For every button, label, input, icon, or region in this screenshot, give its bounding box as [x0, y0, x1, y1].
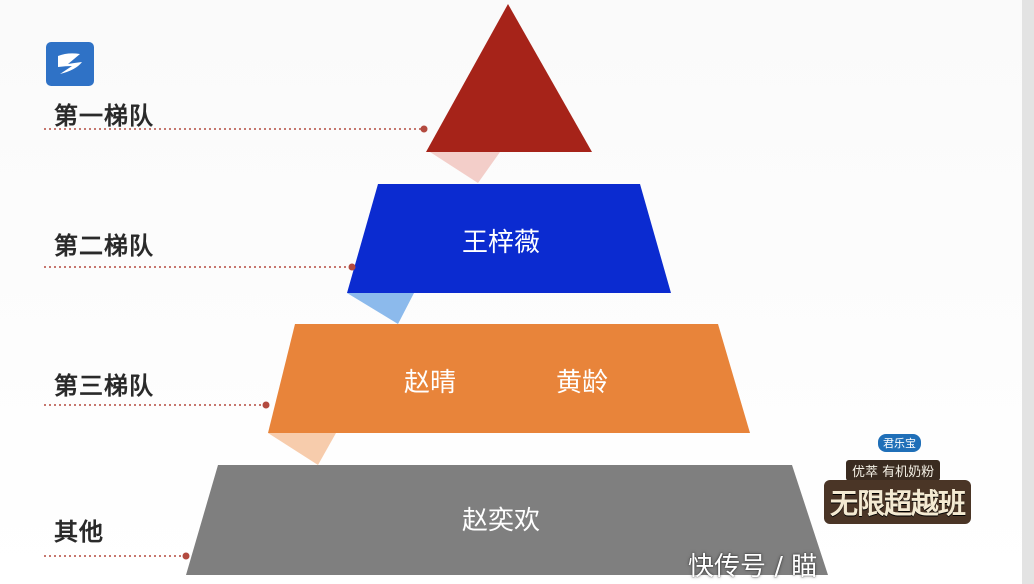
tier2-shadow [347, 293, 414, 324]
tier3-trapezoid [268, 324, 750, 433]
tier3-name-2: 黄龄 [556, 368, 609, 398]
show-logo-title: 无限超越班 [824, 480, 972, 524]
tier3-label: 第三梯队 [54, 372, 154, 400]
tier4-connector-dot [182, 552, 190, 560]
tier4-label: 其他 [54, 518, 104, 546]
tier2-name: 王梓薇 [462, 228, 541, 258]
tier2-label: 第二梯队 [54, 232, 154, 260]
tier3-shadow [268, 433, 336, 465]
zhejiang-tv-logo-icon [46, 42, 94, 86]
tier2-trapezoid [347, 184, 671, 293]
watermark-text: 快传号 / 瞄 [688, 552, 818, 582]
show-logo-brand: 君乐宝 [878, 434, 921, 452]
page-edge [1022, 0, 1034, 584]
tier1-label: 第一梯队 [54, 102, 154, 130]
tier1-shadow [430, 152, 500, 183]
tier1-triangle [426, 4, 592, 152]
tier3-connector-dot [262, 401, 270, 409]
tier3-name-1: 赵晴 [404, 368, 457, 398]
tier1-connector-dot [420, 125, 428, 133]
show-logo: 君乐宝 优萃 有机奶粉 无限超越班 [820, 432, 976, 526]
tier4-trapezoid [186, 465, 828, 575]
tier4-name: 赵奕欢 [462, 506, 541, 536]
tier2-connector-dot [348, 263, 356, 271]
show-logo-sponsor: 优萃 有机奶粉 [846, 460, 941, 481]
